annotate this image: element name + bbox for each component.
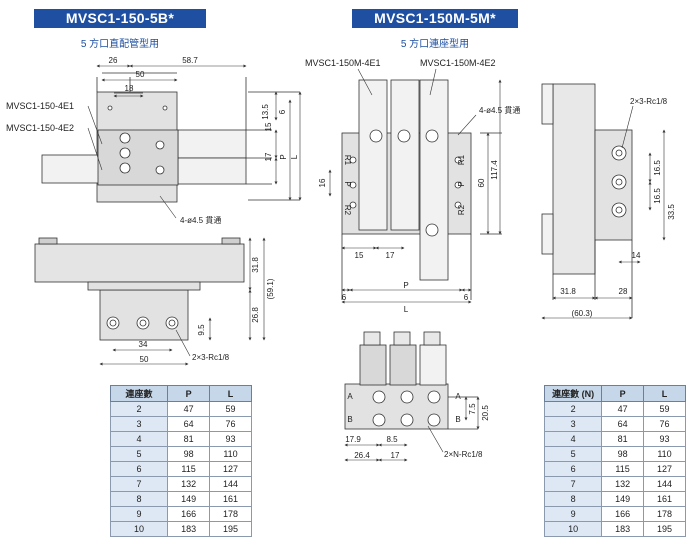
dim-8-5: 8.5 [386, 435, 398, 444]
dim-17-bottom: 17 [391, 451, 400, 460]
left-hole-note: 4-ø4.5 貫通 [180, 215, 221, 225]
left-title-banner: MVSC1-150-5B* [34, 9, 206, 28]
label-mvsc1-150m-4e2: MVSC1-150M-4E2 [420, 58, 496, 68]
dim-31-8: 31.8 [251, 257, 260, 273]
port-p: P [343, 181, 352, 186]
dim-50-bottom: 50 [140, 355, 149, 364]
dim-20-5: 20.5 [481, 405, 490, 421]
dim-59-1: (59.1) [266, 278, 275, 299]
dim-15-right: 15 [355, 251, 364, 260]
left-front-dim-lines [99, 237, 266, 366]
right-subtitle: 5 方口連座型用 [400, 39, 470, 50]
left-front-view [34, 237, 245, 341]
right-front-dim-lines [344, 396, 480, 462]
dim-17: 17 [264, 152, 273, 161]
dim-34: 34 [139, 340, 148, 349]
table-header: P [167, 385, 211, 402]
dim-33-5: 33.5 [667, 204, 676, 220]
port-r2: R2 [343, 205, 352, 216]
port-a-right: A [455, 392, 461, 401]
table-header: L [209, 385, 252, 402]
port-b-left: B [347, 415, 352, 424]
dim-60-3: (60.3) [572, 309, 593, 318]
port-a-left: A [347, 392, 353, 401]
port-b-right: B [455, 415, 460, 424]
right-front-view [344, 331, 478, 430]
dim-16-5-b: 16.5 [653, 188, 662, 204]
dim-16-5-a: 16.5 [653, 160, 662, 176]
table-header: L [643, 385, 686, 402]
dim-14: 14 [632, 251, 641, 260]
left-top-view [41, 72, 300, 203]
label-mvsc1-150m-4e1: MVSC1-150M-4E1 [305, 58, 381, 68]
dim-7-5: 7.5 [468, 403, 477, 415]
dim-26-8: 26.8 [251, 307, 260, 323]
right-top-dim-lines [328, 79, 502, 304]
port-r1-right: R1 [457, 154, 466, 165]
dim-l-right: L [404, 305, 409, 314]
port-r2-right: R2 [457, 204, 466, 215]
dim-p: P [279, 154, 288, 159]
right-side-dim-lines [541, 129, 666, 320]
left-port-note: 2×3-Rc1/8 [192, 353, 230, 362]
dim-6: 6 [278, 109, 287, 114]
dim-26: 26 [109, 56, 118, 65]
dim-17-right: 17 [386, 251, 395, 260]
dim-9-5: 9.5 [197, 324, 206, 336]
dim-60: 60 [477, 178, 486, 187]
dim-17-9: 17.9 [345, 435, 361, 444]
left-subtitle: 5 方口直配管型用 [80, 39, 160, 50]
right-bottom-port-note: 2×N-Rc1/8 [444, 450, 483, 459]
right-side-port-note: 2×3-Rc1/8 [630, 97, 668, 106]
dim-15: 15 [264, 122, 273, 131]
dim-18: 18 [125, 84, 134, 93]
table-header: P [601, 385, 645, 402]
dim-117-4: 117.4 [490, 160, 499, 180]
dim-p-right: P [403, 281, 408, 290]
label-mvsc1-150-4e2: MVSC1-150-4E2 [6, 123, 74, 133]
right-top-view [341, 79, 502, 300]
dim-6-left: 6 [342, 293, 347, 302]
dim-16: 16 [318, 178, 327, 187]
dim-31-8-right: 31.8 [560, 287, 576, 296]
table-header: 連座數 (N) [543, 385, 603, 402]
right-hole-note: 4-ø4.5 貫通 [479, 105, 520, 115]
dim-26-4: 26.4 [354, 451, 370, 460]
dim-13-5: 13.5 [261, 104, 270, 120]
table-header: 連座數 [109, 385, 169, 402]
left-top-dim-lines [96, 64, 302, 201]
dim-6-right: 6 [464, 293, 469, 302]
dim-50-top: 50 [136, 70, 145, 79]
port-p-right: P [457, 181, 466, 186]
dim-28: 28 [619, 287, 628, 296]
dim-58-7: 58.7 [182, 56, 198, 65]
label-mvsc1-150-4e1: MVSC1-150-4E1 [6, 101, 74, 111]
right-side-view [541, 83, 633, 318]
right-title-banner: MVSC1-150M-5M* [352, 9, 518, 28]
port-r1: R1 [343, 155, 352, 166]
dim-l: L [290, 154, 299, 159]
